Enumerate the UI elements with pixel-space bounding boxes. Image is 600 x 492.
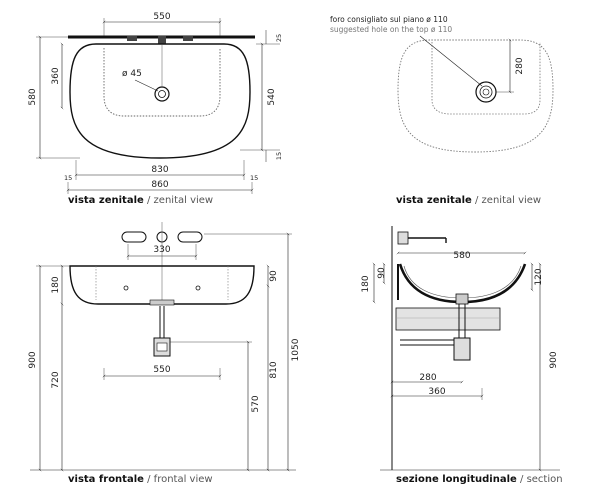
dim-570: 570 xyxy=(251,395,261,412)
bottom-left-frontal-view: 330 180 900 720 550 90 810 xyxy=(28,222,301,472)
caption-top-right-en: zenital view xyxy=(481,195,542,206)
caption-bottom-left: vista frontale / frontal view xyxy=(68,474,213,485)
dim-280-section: 280 xyxy=(419,373,436,383)
basin-front xyxy=(69,265,255,305)
basin-outline xyxy=(69,43,251,159)
dim-15-right: 15 xyxy=(275,152,283,160)
dim-15-bottom: 15 xyxy=(250,174,258,182)
caption-bottom-right: sezione longitudinale / section xyxy=(396,474,563,485)
recommended-hole-core xyxy=(482,88,490,96)
drain-section xyxy=(455,293,469,305)
dim-900-front: 900 xyxy=(28,351,38,368)
tap-mark-right xyxy=(183,36,193,41)
top-right-zenital-view: foro consigliato sul piano ø 110 suggest… xyxy=(330,15,554,153)
dim-90-section: 90 xyxy=(377,267,387,279)
dim-360-section: 360 xyxy=(428,387,445,397)
caption-top-right-it: vista zenitale xyxy=(396,195,472,206)
dim-180-front: 180 xyxy=(51,276,61,293)
caption-bottom-left-en: frontal view xyxy=(153,474,213,485)
hole-note-it: foro consigliato sul piano ø 110 xyxy=(330,15,448,24)
dim-830: 830 xyxy=(151,165,168,175)
dim-1050: 1050 xyxy=(291,338,301,361)
dim-550: 550 xyxy=(153,12,170,22)
tap-mark-left xyxy=(127,36,137,41)
tap-handle-left xyxy=(121,231,147,243)
hole-note-en: suggested hole on the top ø 110 xyxy=(330,25,452,34)
dim-120: 120 xyxy=(534,268,544,285)
caption-separator: / xyxy=(520,474,524,485)
diameter-leader xyxy=(134,79,159,92)
bowl-outline-dotted xyxy=(431,42,541,115)
dim-180-section: 180 xyxy=(361,275,371,292)
caption-bottom-right-it: sezione longitudinale xyxy=(396,474,517,485)
bowl-outline xyxy=(103,48,221,117)
countertop-section xyxy=(395,307,501,331)
caption-separator: / xyxy=(146,195,151,206)
dim-580-section: 580 xyxy=(453,251,470,261)
caption-bottom-left-it: vista frontale xyxy=(68,474,144,485)
dim-25: 25 xyxy=(275,34,283,42)
drain-outer xyxy=(154,86,170,102)
drain-inner xyxy=(158,90,166,98)
bottom-right-section-view: 580 180 90 120 280 360 900 xyxy=(361,226,560,472)
caption-separator: / xyxy=(474,195,479,206)
dim-360: 360 xyxy=(51,67,61,84)
dim-90-front: 90 xyxy=(269,270,279,282)
tap-handle-right xyxy=(177,231,203,243)
siphon-section xyxy=(453,337,471,361)
caption-top-left-en: zenital view xyxy=(153,195,214,206)
hole-leader xyxy=(419,35,483,87)
overflow-hole-right xyxy=(195,285,201,291)
overflow-hole-left xyxy=(123,285,129,291)
caption-top-left: vista zenitale / zenital view xyxy=(68,195,213,206)
dim-diameter-45: ø 45 xyxy=(122,69,142,79)
dim-810: 810 xyxy=(269,361,279,378)
top-left-zenital-view: 550 360 580 ø 45 540 25 15 830 860 xyxy=(28,12,283,194)
basin-outline-dotted xyxy=(397,39,554,153)
dim-330: 330 xyxy=(153,245,170,255)
dim-15-left: 15 xyxy=(64,174,72,182)
dim-540: 540 xyxy=(267,88,277,105)
caption-separator: / xyxy=(147,474,151,485)
dim-720: 720 xyxy=(51,371,61,388)
caption-top-left-it: vista zenitale xyxy=(68,195,144,206)
dim-550-front: 550 xyxy=(153,365,170,375)
dim-900-section: 900 xyxy=(549,351,559,368)
dim-860: 860 xyxy=(151,180,168,190)
caption-top-right: vista zenitale / zenital view xyxy=(396,195,541,206)
wall-spout-body xyxy=(397,231,409,245)
recommended-hole-inner xyxy=(479,85,493,99)
recommended-hole xyxy=(475,81,497,103)
dim-280-hole: 280 xyxy=(515,57,525,74)
caption-bottom-right-en: section xyxy=(526,474,563,485)
dim-580: 580 xyxy=(28,88,38,105)
tap-mark-center xyxy=(158,36,166,44)
